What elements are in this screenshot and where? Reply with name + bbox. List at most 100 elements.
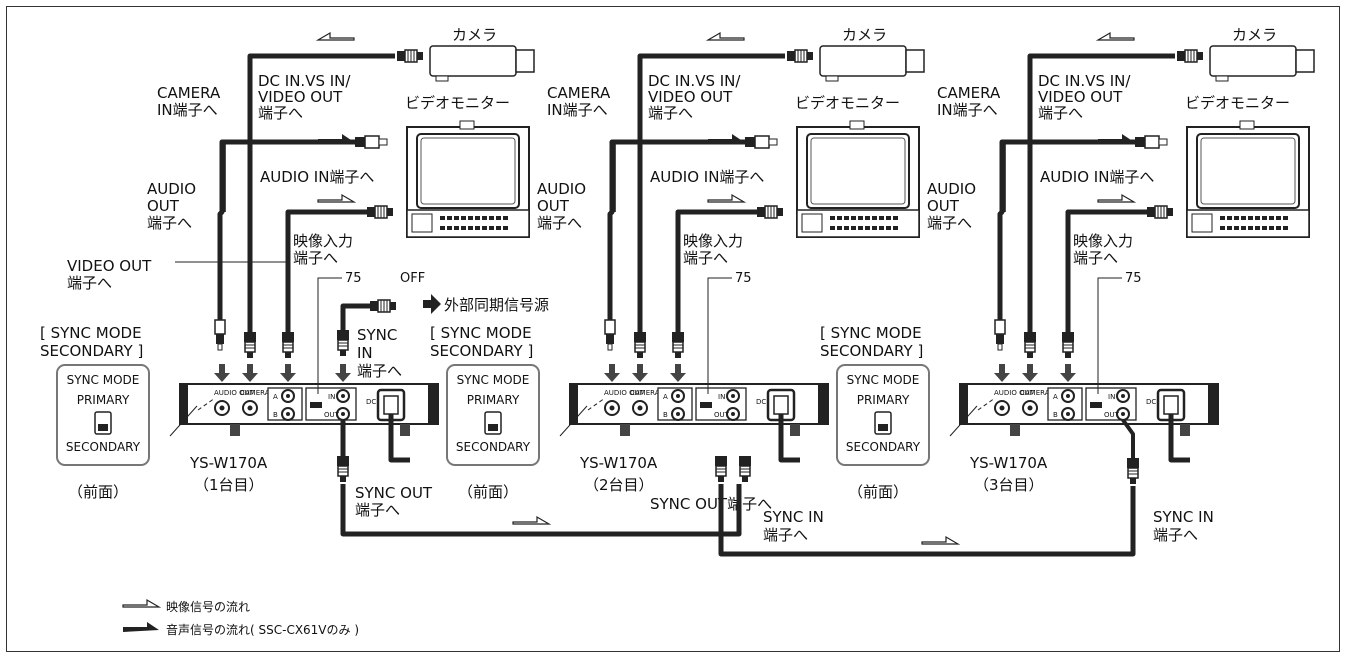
audio-out-label-line-3: 端子へ: [147, 214, 192, 232]
sync-out-1-plug: [336, 455, 350, 483]
rear-a-label: A: [1053, 393, 1058, 401]
rear-panel-edge: [570, 384, 578, 424]
video-out-bnc-plug: [671, 331, 685, 359]
monitor-button: [475, 216, 480, 220]
audio-in-label: AUDIO IN端子へ: [260, 168, 374, 186]
camera-foot: [435, 75, 449, 82]
monitor-button: [1276, 216, 1281, 220]
sync-in-3-plug: [1126, 457, 1140, 485]
camera-in-label-line-2: IN端子へ: [937, 101, 998, 119]
panel-leader-dashed: [977, 397, 996, 411]
video-out-label-line-1: VIDEO OUT: [67, 257, 152, 275]
sync-chain-cable-2: [718, 484, 1136, 557]
camera-bnc-connector: [786, 49, 814, 63]
audio-out-label-line-3: 端子へ: [537, 214, 582, 232]
monitor-button: [468, 226, 473, 230]
monitor-button: [489, 216, 494, 220]
rear-out-label: OUT: [1104, 411, 1120, 419]
sync-mode-secondary: SECONDARY: [456, 440, 531, 454]
monitor-button: [1283, 216, 1288, 220]
sync-chain-cable-1: [340, 484, 742, 537]
sync-flow-arrow-1: [512, 516, 550, 525]
camera-lens: [515, 49, 535, 73]
sync-in-label-2-line-2: 端子へ: [763, 526, 808, 544]
camera-label: カメラ: [1232, 26, 1277, 44]
audio-rca-sleeve: [364, 135, 380, 149]
sync-mode-title: SYNC MODE: [847, 373, 920, 387]
monitor-label: ビデオモニター: [795, 94, 900, 112]
dc-in-label-line-3: 端子へ: [258, 104, 303, 122]
rear-camera-in-label: CAMERA IN: [1020, 389, 1059, 397]
power-cord: [1168, 414, 1190, 463]
camera-cable: [247, 53, 395, 332]
rear-foot: [1010, 424, 1020, 436]
monitor-button: [461, 226, 466, 230]
sync-mode-label-line-2: SECONDARY ]: [820, 342, 923, 360]
audio-rca-body: [1135, 137, 1145, 147]
camera-lens: [1295, 49, 1315, 73]
sync-mode-label-line-1: [ SYNC MODE: [430, 324, 532, 342]
sync-in-cable: [340, 303, 370, 330]
monitor-button: [858, 226, 863, 230]
monitor-video-cable: [675, 209, 757, 332]
insert-arrow: [1022, 364, 1038, 382]
rear-panel-edge: [428, 384, 438, 424]
video-out-bnc-plug: [1061, 331, 1075, 359]
sync-in-bnc: [369, 299, 397, 313]
rear-jack-pin: [286, 412, 290, 416]
rear-jack-pin: [609, 405, 615, 411]
audio-out-rca-plug: [994, 319, 1006, 351]
sync-mode-primary: PRIMARY: [857, 393, 910, 407]
sync-in-label-line-2: IN: [357, 344, 373, 362]
monitor-button: [886, 226, 891, 230]
rear-audio-out-label: AUDIO OUT: [604, 389, 645, 397]
panel-leader: [949, 405, 978, 437]
audio-out-label-line-2: OUT: [147, 197, 180, 215]
monitor-button: [1269, 216, 1274, 220]
panel-leader: [559, 405, 588, 437]
monitor-button: [1269, 226, 1274, 230]
audio-in-label: AUDIO IN端子へ: [650, 168, 764, 186]
monitor-knob: [411, 213, 433, 233]
rear-dc-label: DC IN: [366, 398, 386, 406]
sync-mode-secondary: SECONDARY: [846, 440, 921, 454]
front-label: （前面）: [68, 483, 128, 501]
camera: [819, 45, 925, 82]
audio-out-label-line-3: 端子へ: [927, 214, 972, 232]
rear-in-label: IN: [328, 393, 335, 401]
monitor-video-bnc: [756, 205, 784, 219]
audio-rca-body: [745, 137, 755, 147]
order-label: （3台目）: [974, 476, 1044, 494]
camera-label: カメラ: [452, 26, 497, 44]
rear-foot: [230, 424, 240, 436]
rear-jack-pin: [1121, 412, 1125, 416]
monitor-label: ビデオモニター: [405, 94, 510, 112]
monitor-button: [865, 216, 870, 220]
external-sync-arrow: [423, 294, 441, 314]
panel-leader-dashed: [587, 397, 606, 411]
termination-leader: [317, 277, 342, 394]
monitor-button: [844, 226, 849, 230]
audio-rca-sleeve: [1144, 135, 1160, 149]
legend-audio-label: 音声信号の流れ( SSC-CX61Vのみ ): [166, 622, 359, 637]
monitor-button: [475, 226, 480, 230]
power-cord: [388, 414, 410, 463]
monitor-button: [830, 226, 835, 230]
dc-in-label-line-3: 端子へ: [648, 104, 693, 122]
diagram-frame: [6, 6, 1340, 652]
monitor-button: [447, 216, 452, 220]
monitor-screen: [1196, 133, 1300, 209]
audio-out-label-line-1: AUDIO: [537, 180, 586, 198]
audio-rca-sleeve: [754, 135, 770, 149]
monitor-button: [1241, 216, 1246, 220]
power-inlet-inner: [383, 395, 399, 415]
panel-leader-dashed: [197, 397, 216, 411]
insert-arrow: [214, 364, 230, 382]
camera-in-label-line-1: CAMERA: [157, 84, 221, 102]
camera-in-bnc-plug: [1023, 331, 1037, 359]
sync-out-label-line-2: 端子へ: [355, 501, 400, 519]
monitor-button: [1248, 226, 1253, 230]
sync-mode-title: SYNC MODE: [67, 373, 140, 387]
